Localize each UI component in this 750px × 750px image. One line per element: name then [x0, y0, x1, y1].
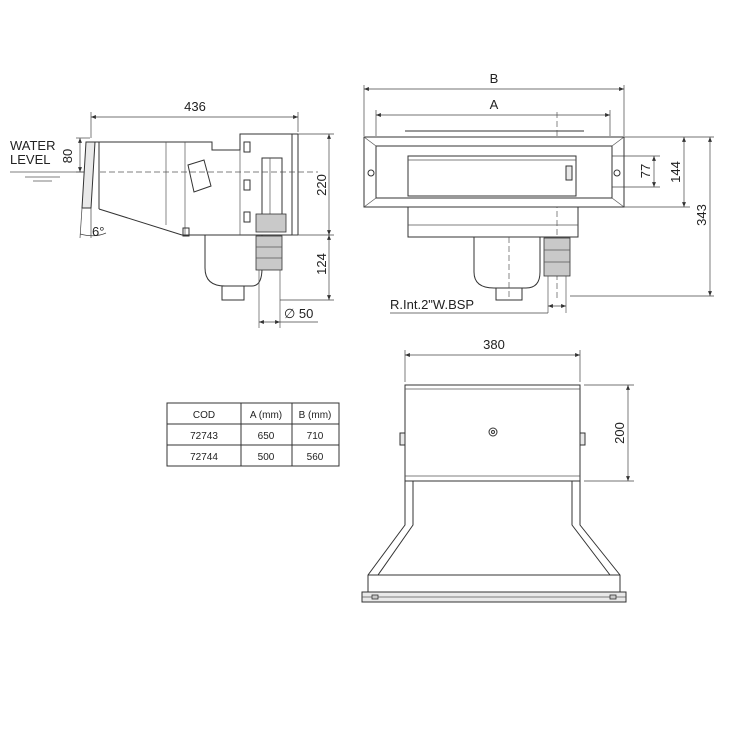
table-header-cod: COD [193, 410, 215, 421]
dim-77-label: 77 [638, 164, 653, 178]
mouth-opening [407, 155, 577, 197]
height-lower-label: 124 [314, 253, 329, 275]
tv-flare-right-inner [571, 481, 611, 576]
thread-label: R.Int.2"W.BSP [390, 297, 474, 312]
tab-4 [182, 227, 190, 237]
tv-tab-left [399, 432, 406, 446]
angle-label: 6° [92, 224, 104, 239]
tv-depth-label: 200 [612, 422, 627, 444]
screw-right [613, 169, 621, 177]
screw-left [367, 169, 375, 177]
tv-screw-left [371, 594, 379, 600]
table-frame [166, 402, 340, 467]
front-fitting [543, 237, 571, 277]
b-label: B [490, 71, 499, 86]
pipe-coupling [255, 213, 287, 233]
basket-outline [204, 235, 263, 287]
water-label-line1: WATER [10, 138, 56, 153]
body-bottom-slope [98, 208, 183, 236]
tv-flare-left-inner [377, 481, 414, 576]
table-cell: 500 [258, 452, 275, 463]
table-cell: 710 [307, 431, 324, 442]
tab-1 [243, 141, 251, 153]
side-view: 436 WATER LEVEL 80 [10, 99, 334, 328]
water-label-line2: LEVEL [10, 152, 50, 167]
angle-arc [79, 232, 107, 237]
tv-width-label: 380 [483, 337, 505, 352]
weir-flap [187, 159, 212, 193]
table-cell: 72743 [190, 431, 218, 442]
front-view: B A [363, 71, 714, 314]
table-cell: 72744 [190, 452, 218, 463]
body-top-outline [99, 133, 298, 151]
outlet-dia-label: ∅ 50 [284, 306, 313, 321]
tv-center-dot [491, 430, 495, 434]
bevel-tl [363, 136, 377, 147]
a-label: A [490, 97, 499, 112]
front-basket [473, 237, 541, 289]
tv-screw-right [609, 594, 617, 600]
lower-fitting [255, 235, 283, 271]
pipe-inner [261, 157, 283, 217]
height-upper-label: 220 [314, 174, 329, 196]
tab-3 [243, 211, 251, 223]
tv-flare-left-outer [367, 481, 406, 592]
table-header-b: B (mm) [299, 410, 332, 421]
water-dim-label: 80 [60, 149, 75, 163]
tab-2 [243, 179, 251, 191]
tv-center-hole [488, 427, 498, 437]
front-flap [81, 141, 96, 209]
table-cell: 650 [258, 431, 275, 442]
angle-ext [79, 207, 83, 239]
side-width-label: 436 [184, 99, 206, 114]
basket-outlet [221, 285, 245, 301]
mouth-latch [565, 165, 573, 181]
table-cell: 560 [307, 452, 324, 463]
tv-tab-right [579, 432, 586, 446]
dim-343-label: 343 [694, 204, 709, 226]
tv-flare-right-outer [579, 481, 621, 592]
bevel-tr [611, 136, 625, 147]
front-body [407, 207, 579, 238]
table-header-a: A (mm) [250, 410, 282, 421]
bevel-bl [363, 197, 377, 208]
top-view: 380 200 [361, 337, 634, 603]
bevel-br [611, 197, 625, 208]
spec-table: COD A (mm) B (mm) 72743 650 710 72744 50… [166, 402, 340, 467]
dim-144-label: 144 [668, 161, 683, 183]
